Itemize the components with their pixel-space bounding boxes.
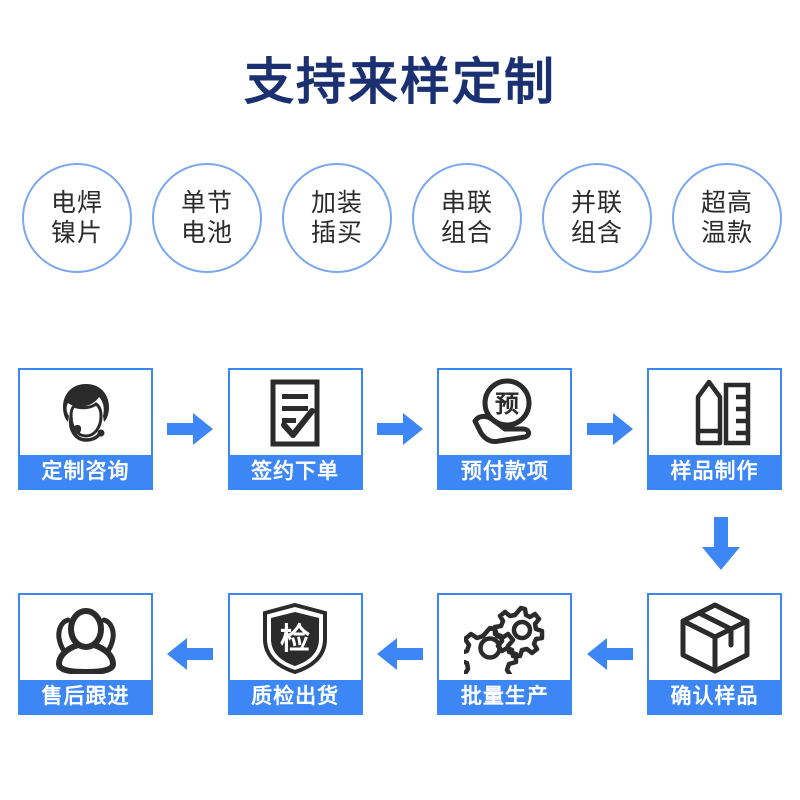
flow-step-after-sales-followup[interactable]: 售后跟进 (18, 593, 153, 715)
badge-line-2: 电池 (180, 219, 233, 247)
flow-step-label: 售后跟进 (20, 680, 151, 713)
flow-step-sign-order[interactable]: 签约下单 (227, 368, 363, 490)
coin-character: 预 (495, 391, 519, 418)
badge-line-2: 镍片 (50, 219, 103, 247)
arrow-left-icon (153, 637, 228, 671)
flow-step-label: 质检出货 (229, 680, 361, 713)
flow-step-quality-check-shipment[interactable]: 检 质检出货 (227, 593, 363, 715)
package-box-icon (649, 595, 781, 680)
badge-line-1: 串联 (440, 189, 493, 217)
flow-step-label: 样品制作 (649, 455, 781, 488)
flow-step-advance-payment[interactable]: 预 预付款项 (437, 368, 573, 490)
flow-step-label: 确认样品 (649, 680, 781, 713)
badge-line-1: 超高 (700, 189, 753, 217)
process-flow-row-bottom: 售后跟进 检 质检出货 (18, 593, 783, 715)
flow-step-label: 预付款项 (439, 455, 571, 488)
badge-line-1: 电焊 (50, 189, 103, 217)
badge-line-2: 温款 (700, 219, 753, 247)
badge-single-cell-battery[interactable]: 单节 电池 (152, 163, 262, 273)
arrow-left-icon (572, 637, 647, 671)
badge-line-2: 组合 (440, 219, 493, 247)
badge-line-1: 加装 (310, 189, 363, 217)
shield-character: 检 (280, 622, 310, 656)
people-group-icon (20, 595, 151, 680)
feature-badge-row: 电焊 镍片 单节 电池 加装 插买 串联 组合 并联 组含 超高 温款 (22, 162, 782, 274)
flow-step-custom-consultation[interactable]: 定制咨询 (18, 368, 153, 490)
arrow-right-icon (572, 412, 647, 446)
flow-step-label: 定制咨询 (20, 455, 151, 488)
badge-line-1: 单节 (180, 189, 233, 217)
document-check-icon (229, 370, 361, 455)
badge-line-1: 并联 (570, 189, 623, 217)
hand-coin-icon: 预 (439, 370, 571, 455)
flow-step-confirm-sample[interactable]: 确认样品 (647, 593, 783, 715)
gears-icon (439, 595, 571, 680)
process-flow-row-top: 定制咨询 签约下单 预 (18, 368, 783, 490)
page-title: 支持来样定制 (244, 54, 556, 110)
arrow-left-icon (363, 637, 438, 671)
pencil-ruler-icon (649, 370, 781, 455)
badge-add-connector[interactable]: 加装 插买 (282, 163, 392, 273)
shield-inspect-icon: 检 (229, 595, 361, 680)
arrow-right-icon (363, 412, 438, 446)
flow-step-sample-making[interactable]: 样品制作 (647, 368, 783, 490)
arrow-right-icon (153, 412, 228, 446)
arrow-down-icon (653, 500, 788, 588)
flow-step-label: 批量生产 (439, 680, 571, 713)
badge-line-2: 组含 (570, 219, 623, 247)
badge-series-combination[interactable]: 串联 组合 (412, 163, 522, 273)
badge-spot-welded-nickel-strip[interactable]: 电焊 镍片 (22, 163, 132, 273)
badge-parallel-combination[interactable]: 并联 组含 (542, 163, 652, 273)
headset-operator-icon (20, 370, 151, 455)
badge-ultra-high-temperature[interactable]: 超高 温款 (672, 163, 782, 273)
badge-line-2: 插买 (310, 219, 363, 247)
flow-step-mass-production[interactable]: 批量生产 (437, 593, 573, 715)
flow-step-label: 签约下单 (229, 455, 361, 488)
